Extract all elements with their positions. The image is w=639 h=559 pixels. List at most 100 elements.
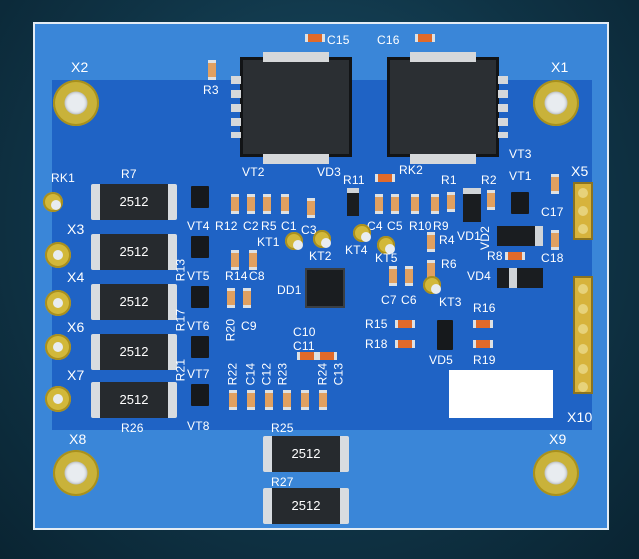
- label-r4: R4: [439, 233, 455, 247]
- mount-hole-x9: [533, 450, 579, 496]
- res-r4: [427, 232, 435, 252]
- res-r23: [283, 390, 291, 410]
- label-c4: C4: [367, 219, 383, 233]
- res-r3: [208, 60, 216, 80]
- resistor-r21-value: 2512: [119, 344, 149, 359]
- resistor-r13: 2512: [91, 234, 177, 270]
- label-rk2: RK2: [399, 163, 423, 177]
- res-r15: [395, 320, 415, 328]
- label-r12: R12: [215, 219, 238, 233]
- label-r24: R24: [315, 362, 330, 386]
- label-x2: X2: [71, 59, 89, 75]
- res-r2: [487, 190, 495, 210]
- cap-c5: [391, 194, 399, 214]
- testpoint-kt1: [285, 232, 303, 250]
- res-r20: [227, 288, 235, 308]
- ic-dd1: [305, 268, 345, 308]
- res-r24: [301, 390, 309, 410]
- header-x10: [573, 276, 593, 394]
- label-r7: R7: [121, 167, 137, 181]
- label-vd5: VD5: [429, 353, 453, 367]
- label-vt1: VT1: [509, 169, 532, 183]
- cap-c17: [551, 174, 559, 194]
- cap-c9: [243, 288, 251, 308]
- resistor-r17: 2512: [91, 284, 177, 320]
- diode-vd1: [463, 188, 481, 222]
- cap-c8: [249, 250, 257, 270]
- resistor-r25: 2512: [263, 436, 349, 472]
- board-left-strip: [35, 24, 52, 528]
- label-vt5: VT5: [187, 269, 210, 283]
- cap-c14: [247, 390, 255, 410]
- label-c1: C1: [281, 219, 297, 233]
- label-rk1: RK1: [51, 171, 75, 185]
- label-r14: R14: [225, 269, 248, 283]
- label-kt2: KT2: [309, 249, 332, 263]
- label-r17: R17: [173, 308, 188, 332]
- label-r18: R18: [365, 337, 388, 351]
- label-vt2: VT2: [242, 165, 265, 179]
- resistor-r27-value: 2512: [291, 498, 321, 513]
- label-c10: C10: [293, 325, 316, 339]
- label-r5: R5: [261, 219, 277, 233]
- transistor-vt4: [191, 186, 209, 208]
- thermistor-rk1-pad: [43, 192, 63, 212]
- label-kt1: KT1: [257, 235, 280, 249]
- cap-c2: [247, 194, 255, 214]
- resistor-r17-value: 2512: [119, 294, 149, 309]
- label-vt3: VT3: [509, 147, 532, 161]
- testpoint-kt4: [353, 224, 371, 242]
- res-r9: [431, 194, 439, 214]
- label-dd1: DD1: [277, 283, 302, 297]
- res-r19: [473, 340, 493, 348]
- label-c6: C6: [401, 293, 417, 307]
- diode-vd5: [437, 320, 453, 350]
- label-x6: X6: [67, 319, 85, 335]
- testpoint-kt5: [377, 236, 395, 254]
- res-r12: [231, 194, 239, 214]
- label-r16: R16: [473, 301, 496, 315]
- label-x9: X9: [549, 431, 567, 447]
- transistor-vt8: [191, 384, 209, 406]
- label-x8: X8: [69, 431, 87, 447]
- label-c16: C16: [377, 33, 400, 47]
- cap-c4: [375, 194, 383, 214]
- res-r10: [411, 194, 419, 214]
- label-r15: R15: [365, 317, 388, 331]
- label-c13: C13: [331, 362, 346, 386]
- label-vt6: VT6: [187, 319, 210, 333]
- label-c5: C5: [387, 219, 403, 233]
- header-x5: [573, 182, 593, 240]
- label-vt8: VT8: [187, 419, 210, 433]
- label-c11: C11: [293, 339, 315, 353]
- label-vt4: VT4: [187, 219, 210, 233]
- res-r22: [229, 390, 237, 410]
- label-x4: X4: [67, 269, 85, 285]
- connector-x3-pad: [45, 242, 71, 268]
- label-c2: C2: [243, 219, 259, 233]
- label-r11: R11: [343, 173, 365, 187]
- res-r18: [395, 340, 415, 348]
- mount-hole-x8: [53, 450, 99, 496]
- blank-label-area: [449, 370, 553, 418]
- cap-c1: [281, 194, 289, 214]
- label-r22: R22: [225, 362, 240, 386]
- label-x7: X7: [67, 367, 85, 383]
- label-x3: X3: [67, 221, 85, 237]
- mount-hole-x2: [53, 80, 99, 126]
- res-r14: [231, 250, 239, 270]
- board-right-strip: [592, 24, 607, 528]
- mosfet-vt2: [231, 52, 352, 164]
- label-x10: X10: [567, 409, 593, 425]
- label-vt7: VT7: [187, 367, 210, 381]
- diode-vd4: [497, 268, 543, 288]
- label-vd4: VD4: [467, 269, 491, 283]
- label-r21: R21: [173, 358, 188, 382]
- cap-c11: [317, 352, 337, 360]
- resistor-r7-value: 2512: [119, 194, 149, 209]
- label-r10: R10: [409, 219, 432, 233]
- cap-c6: [405, 266, 413, 286]
- res-r1: [447, 192, 455, 212]
- label-vd3: VD3: [317, 165, 341, 179]
